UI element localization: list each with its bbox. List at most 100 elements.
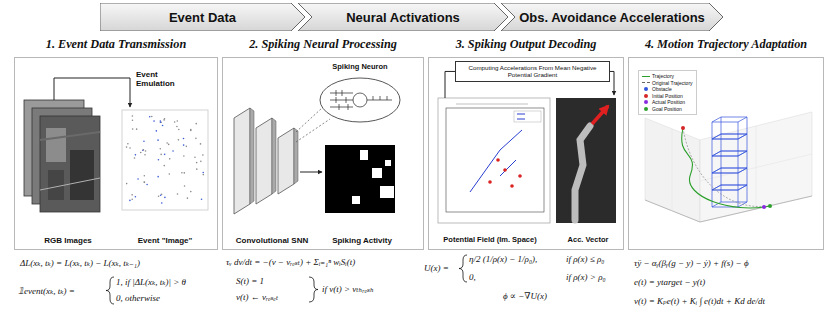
event-dot	[161, 202, 163, 204]
conv-layers	[234, 108, 298, 214]
stage-panel: 4. Motion Trajectory Adaptation	[628, 36, 824, 250]
panel-heading: 4. Motion Trajectory Adaptation	[628, 36, 824, 52]
event-dot	[134, 157, 136, 159]
obstacle-edge	[721, 117, 747, 134]
obstacle-edge	[738, 185, 747, 190]
flow-arrow	[300, 172, 322, 173]
event-dot	[153, 120, 155, 122]
illustration-part	[48, 170, 64, 200]
event-dot	[158, 195, 160, 197]
illustration-part	[40, 178, 100, 190]
illustration-part	[645, 196, 812, 222]
event-dot	[196, 168, 198, 170]
event-dot	[196, 162, 198, 164]
legend-swatch	[642, 82, 650, 83]
panel-heading: 2. Spiking Neural Processing	[222, 36, 424, 52]
event-dot	[168, 173, 170, 175]
illustration-part	[510, 184, 514, 188]
obstacle-edge	[738, 151, 747, 156]
illustration-part	[353, 93, 367, 107]
legend-swatch	[644, 107, 648, 111]
position-marker	[681, 126, 685, 130]
obstacle-edge	[738, 185, 747, 190]
event-dot	[149, 116, 151, 118]
caption-label: Acc. Vector	[558, 236, 618, 245]
equation-braces	[106, 255, 467, 304]
event-dot	[156, 130, 158, 132]
obstacle-edge	[738, 117, 747, 122]
event-dot	[160, 194, 162, 196]
event-dot	[183, 155, 185, 157]
spiking-activity-map	[325, 145, 395, 213]
event-dot	[166, 142, 168, 144]
event-dot	[181, 172, 183, 174]
obstacle-edge	[712, 139, 738, 156]
event-dot	[184, 185, 186, 187]
curly-brace	[459, 255, 467, 282]
equation: 1, if |ΔL(xₖ, tₖ)| > θ	[116, 277, 220, 287]
event-dot	[129, 200, 131, 202]
illustration-part	[40, 132, 100, 140]
plot-legend: TrajectoryOriginal TrajectoryObstacleIni…	[638, 70, 697, 115]
panel-heading: 1. Event Data Transmission	[14, 36, 218, 52]
caption-label: RGB Images	[22, 236, 114, 245]
equation: 0,	[469, 272, 509, 282]
legend-entry: Trajectory	[642, 73, 693, 80]
chevron-outline	[100, 3, 305, 31]
illustration-part	[456, 104, 528, 105]
event-dot	[135, 196, 137, 198]
rgb-image-stack	[24, 100, 100, 212]
legend-swatch	[642, 76, 650, 77]
potential-field-plot	[438, 98, 550, 223]
illustration-part	[380, 186, 394, 198]
event-dot	[202, 174, 204, 176]
caption-label: Convolutional SNN	[224, 236, 320, 245]
event-dot	[183, 144, 185, 146]
caption-label: Event "Image"	[119, 236, 211, 245]
illustration-part	[352, 196, 360, 204]
equation: ϕ ∝ −∇U(x)	[475, 291, 575, 301]
legend-text: Initial Position	[652, 93, 683, 100]
panel-frame	[222, 57, 424, 250]
legend-swatch	[644, 87, 648, 91]
bracket-arrow	[610, 71, 614, 95]
obstacle-edge	[712, 156, 738, 173]
legend-text: Goal Position	[652, 106, 682, 113]
obstacle-edge	[738, 134, 747, 139]
illustration-part	[503, 168, 507, 172]
event-dot	[163, 119, 165, 121]
panel-heading: 3. Spiking Output Decoding	[428, 36, 624, 52]
illustration-part	[518, 174, 522, 178]
equation: τᵥ dv/dt = −(v − vᵣₑₛₜ) + Σᵢ₌₁ⁿ wᵢSᵢ(t)	[226, 257, 422, 267]
obstacle-edge	[712, 151, 721, 156]
stage-panel: 3. Spiking Output DecodingComputing Acce…	[428, 36, 624, 250]
event-dot	[144, 175, 146, 177]
illustration-part	[278, 128, 294, 194]
illustration-part	[385, 160, 391, 166]
obstacle-edge	[738, 151, 747, 156]
obstacle-edge	[721, 168, 747, 185]
event-dot	[126, 183, 128, 185]
event-dot	[177, 193, 179, 195]
stage-panel: 1. Event Data Transmission	[14, 36, 218, 250]
event-dot	[176, 120, 178, 122]
event-dot	[160, 154, 162, 156]
obstacle-edge	[721, 185, 747, 202]
position-marker	[762, 205, 766, 209]
event-dot	[178, 129, 180, 131]
event-dot	[143, 140, 145, 142]
event-dot	[183, 138, 185, 140]
event-dot	[132, 128, 134, 130]
stage-panel: 2. Spiking Neural Processing	[222, 36, 424, 250]
event-dot	[144, 182, 146, 184]
illustration-part	[336, 90, 348, 110]
equation: ΔL(xₖ, tₖ) = L(xₖ, tₖ) − L(xₖ, tₖ₋₁)	[20, 258, 216, 268]
equation: 0, otherwise	[116, 293, 220, 303]
plot-3d-panes	[645, 112, 812, 222]
event-dot	[161, 193, 163, 195]
event-dot	[144, 154, 146, 156]
equation: if v(t) > vₜₕᵣₑₛₕ	[322, 284, 422, 294]
event-dot	[137, 178, 139, 180]
illustration-part	[672, 126, 812, 211]
